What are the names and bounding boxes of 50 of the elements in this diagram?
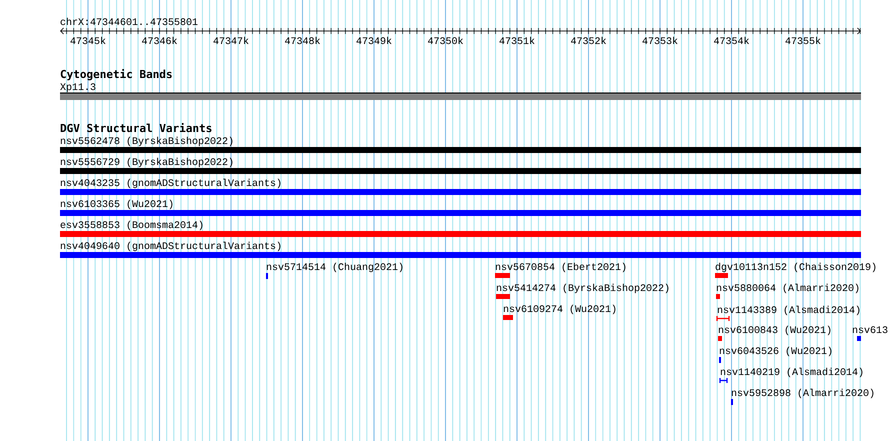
node-label: nsv613 (852, 326, 888, 334)
track-heading: DGV Structural Variants (60, 123, 212, 132)
node-label: nsv5880064 (Almarri2020) (716, 284, 858, 294)
variant-feature: nsv5670854 (Ebert2021) (495, 262, 626, 278)
node-label: nsv6109274 (Wu2021) (504, 304, 616, 314)
coordinate-label: chrX:47344601..47355801 (60, 18, 198, 26)
tick-label: 47347k (214, 36, 248, 44)
tick-label: 47348k (285, 36, 320, 44)
variant-feature: nsv6103365 (Wu2021) (60, 200, 862, 216)
variant-feature: nsv5414274 (ByrskaBishop2022) (496, 284, 668, 299)
variant-feature: nsv4043235 (gnomADStructuralVariants) (60, 178, 862, 195)
tick-label: 47352k (571, 36, 606, 44)
node-label: nsv5670854 (Ebert2021) (496, 262, 626, 272)
variant-feature: nsv6043526 (Wu2021) (719, 346, 832, 363)
tick-label: 47349k (356, 36, 392, 44)
node-label: nsv6043526 (Wu2021) (720, 346, 832, 356)
tick-label: 47345k (70, 36, 106, 44)
track-heading: Cytogenetic Bands (60, 69, 172, 80)
tick-label: 47354k (714, 36, 749, 44)
variant-feature: nsv1143389 (Alsmadi2014) (716, 306, 860, 322)
node-label: nsv4043235 (gnomADStructuralVariants) (60, 178, 280, 188)
node-label: nsv6103365 (Wu2021) (60, 200, 172, 210)
node-label: dgv10113n152 (Chaisson2019) (716, 262, 876, 272)
node-label: Xp11.3 (60, 83, 96, 92)
variant-feature: nsv5714514 (Chuang2021) (266, 262, 402, 279)
node-label: nsv5562478 (ByrskaBishop2022) (60, 136, 232, 146)
node-label: nsv5714514 (Chuang2021) (266, 262, 402, 272)
tick-label: 47353k (642, 36, 678, 44)
tick-label: 47351k (500, 36, 534, 44)
variant-feature: dgv10113n152 (Chaisson2019) (715, 262, 876, 278)
tick-label: 47350k (428, 36, 463, 44)
variant-feature: nsv5556729 (ByrskaBishop2022) (60, 158, 862, 174)
variant-feature: nsv6109274 (Wu2021) (503, 304, 616, 320)
node-label: nsv4049640 (gnomADStructuralVariants) (60, 242, 280, 252)
variant-feature: esv3558853 (Boomsma2014) (60, 220, 862, 237)
variant-feature: nsv1140219 (Alsmadi2014) (719, 368, 862, 384)
node-label: nsv5556729 (ByrskaBishop2022) (60, 158, 232, 168)
node-label: nsv5952898 (Almarri2020) (732, 388, 874, 398)
tick-label: 47355k (786, 36, 820, 44)
node-label: nsv5414274 (ByrskaBishop2022) (496, 284, 668, 294)
node-label: nsv6100843 (Wu2021) (718, 326, 830, 336)
node-label: esv3558853 (Boomsma2014) (60, 220, 202, 230)
variant-feature: nsv6100843 (Wu2021) (718, 326, 830, 341)
variant-feature: nsv613 (852, 326, 888, 341)
variant-feature: nsv5952898 (Almarri2020) (731, 388, 874, 405)
variant-feature: nsv5562478 (ByrskaBishop2022) (60, 136, 862, 153)
chromosome-band: Xp11.3 (60, 83, 862, 100)
variant-feature: nsv5880064 (Almarri2020) (716, 284, 858, 299)
variant-feature: nsv4049640 (gnomADStructuralVariants) (60, 242, 862, 258)
tick-label: 47346k (142, 36, 177, 44)
